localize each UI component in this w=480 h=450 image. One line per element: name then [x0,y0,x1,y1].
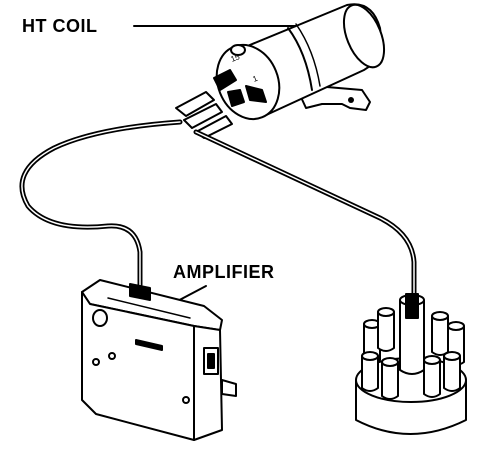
amplifier-connector-pin [207,353,215,369]
coil-terminal-center [227,89,245,107]
distributor-tower-2-top [377,307,395,317]
distributor-tower-7 [381,361,399,400]
coil-connector-2 [183,103,223,129]
ht-coil-label: HT COIL [22,16,98,36]
coil-terminal-negative [245,85,267,103]
distributor-tower-2 [377,311,395,352]
distributor-cap [355,293,467,435]
distributor-tower-4-top [447,321,465,331]
coil-band [287,27,313,91]
wire-coil-to-amplifier-core [21,121,181,286]
distributor-lead-boot [405,293,419,319]
amplifier-wire-plug [129,283,151,301]
coil-mark-positive: 15 [229,52,241,64]
coil-terminal-positive [213,69,237,91]
amplifier-hole-left [92,358,100,366]
amplifier-hole-top [92,309,108,327]
coil-rear-cap [342,3,386,69]
wire-coil-to-amplifier [19,119,183,288]
bracket-hole [348,97,354,103]
coil-connector-1 [175,91,215,117]
amplifier-hole-center [108,352,116,360]
amplifier-label: AMPLIFIER [173,262,275,282]
amplifier-badge [135,339,163,351]
amplifier-module [81,279,237,441]
distributor-tower-6-top [443,351,461,361]
amplifier-edge-strip [107,297,191,319]
distributor-tower-6 [443,355,461,392]
distributor-tower-5-top [361,351,379,361]
distributor-tower-3-top [431,311,449,321]
coil-band-edge [295,23,321,87]
amplifier-hole-bottom [182,396,190,404]
ht-coil [175,3,386,139]
distributor-tower-7-top [381,357,399,367]
distributor-tower-8 [423,359,441,398]
distributor-tower-8-top [423,355,441,365]
distributor-tower-5 [361,355,379,392]
amplifier-tab [221,379,237,397]
distributor-tower-3 [431,315,449,356]
coil-mark-negative: 1 [251,74,259,84]
amplifier-side-face [193,325,223,441]
wire-coil-to-distributor-core [195,131,415,297]
coil-tower [230,44,246,56]
